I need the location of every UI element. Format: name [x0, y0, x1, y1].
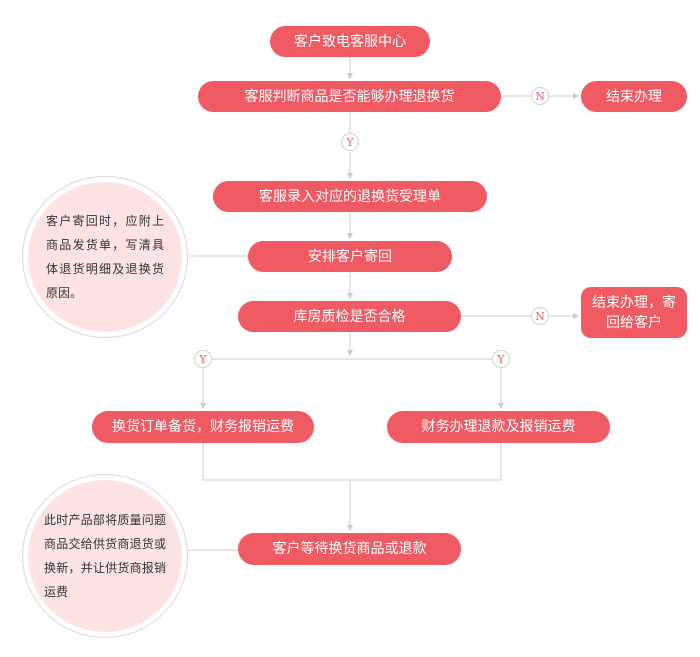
- yes-badge-exchange: Y: [194, 350, 212, 368]
- yes-badge-refund: Y: [492, 350, 510, 368]
- yes-badge-record: Y: [341, 133, 359, 151]
- start-node: 客户致电客服中心: [270, 26, 430, 57]
- refund-node: 财务办理退款及报销运费: [387, 411, 610, 443]
- record-node: 客服录入对应的退换货受理单: [213, 181, 487, 212]
- end-node-2: 结束办理，寄回给客户: [581, 287, 687, 338]
- return-note-text: 客户寄回时，应附上商品发货单，写清具体退货明细及退换货原因。: [46, 214, 164, 300]
- wait-node: 客户等待换货商品或退款: [238, 533, 461, 565]
- arrange-node: 安排客户寄回: [248, 241, 452, 272]
- exchange-node: 换货订单备货，财务报销运费: [92, 411, 314, 443]
- return-note: 客户寄回时，应附上商品发货单，写清具体退货明细及退换货原因。: [28, 182, 182, 332]
- quality-note: 此时产品部将质量问题商品交给供货商退货或换新，并让供货商报销运费: [28, 480, 182, 632]
- quality-note-text: 此时产品部将质量问题商品交给供货商退货或换新，并让供货商报销运费: [44, 513, 166, 599]
- no-badge-end2: N: [531, 307, 549, 325]
- end-node-1: 结束办理: [581, 81, 687, 112]
- inspect-node: 库房质检是否合格: [238, 301, 461, 332]
- no-badge-end1: N: [531, 87, 549, 105]
- judge-node: 客服判断商品是否能够办理退换货: [198, 81, 501, 112]
